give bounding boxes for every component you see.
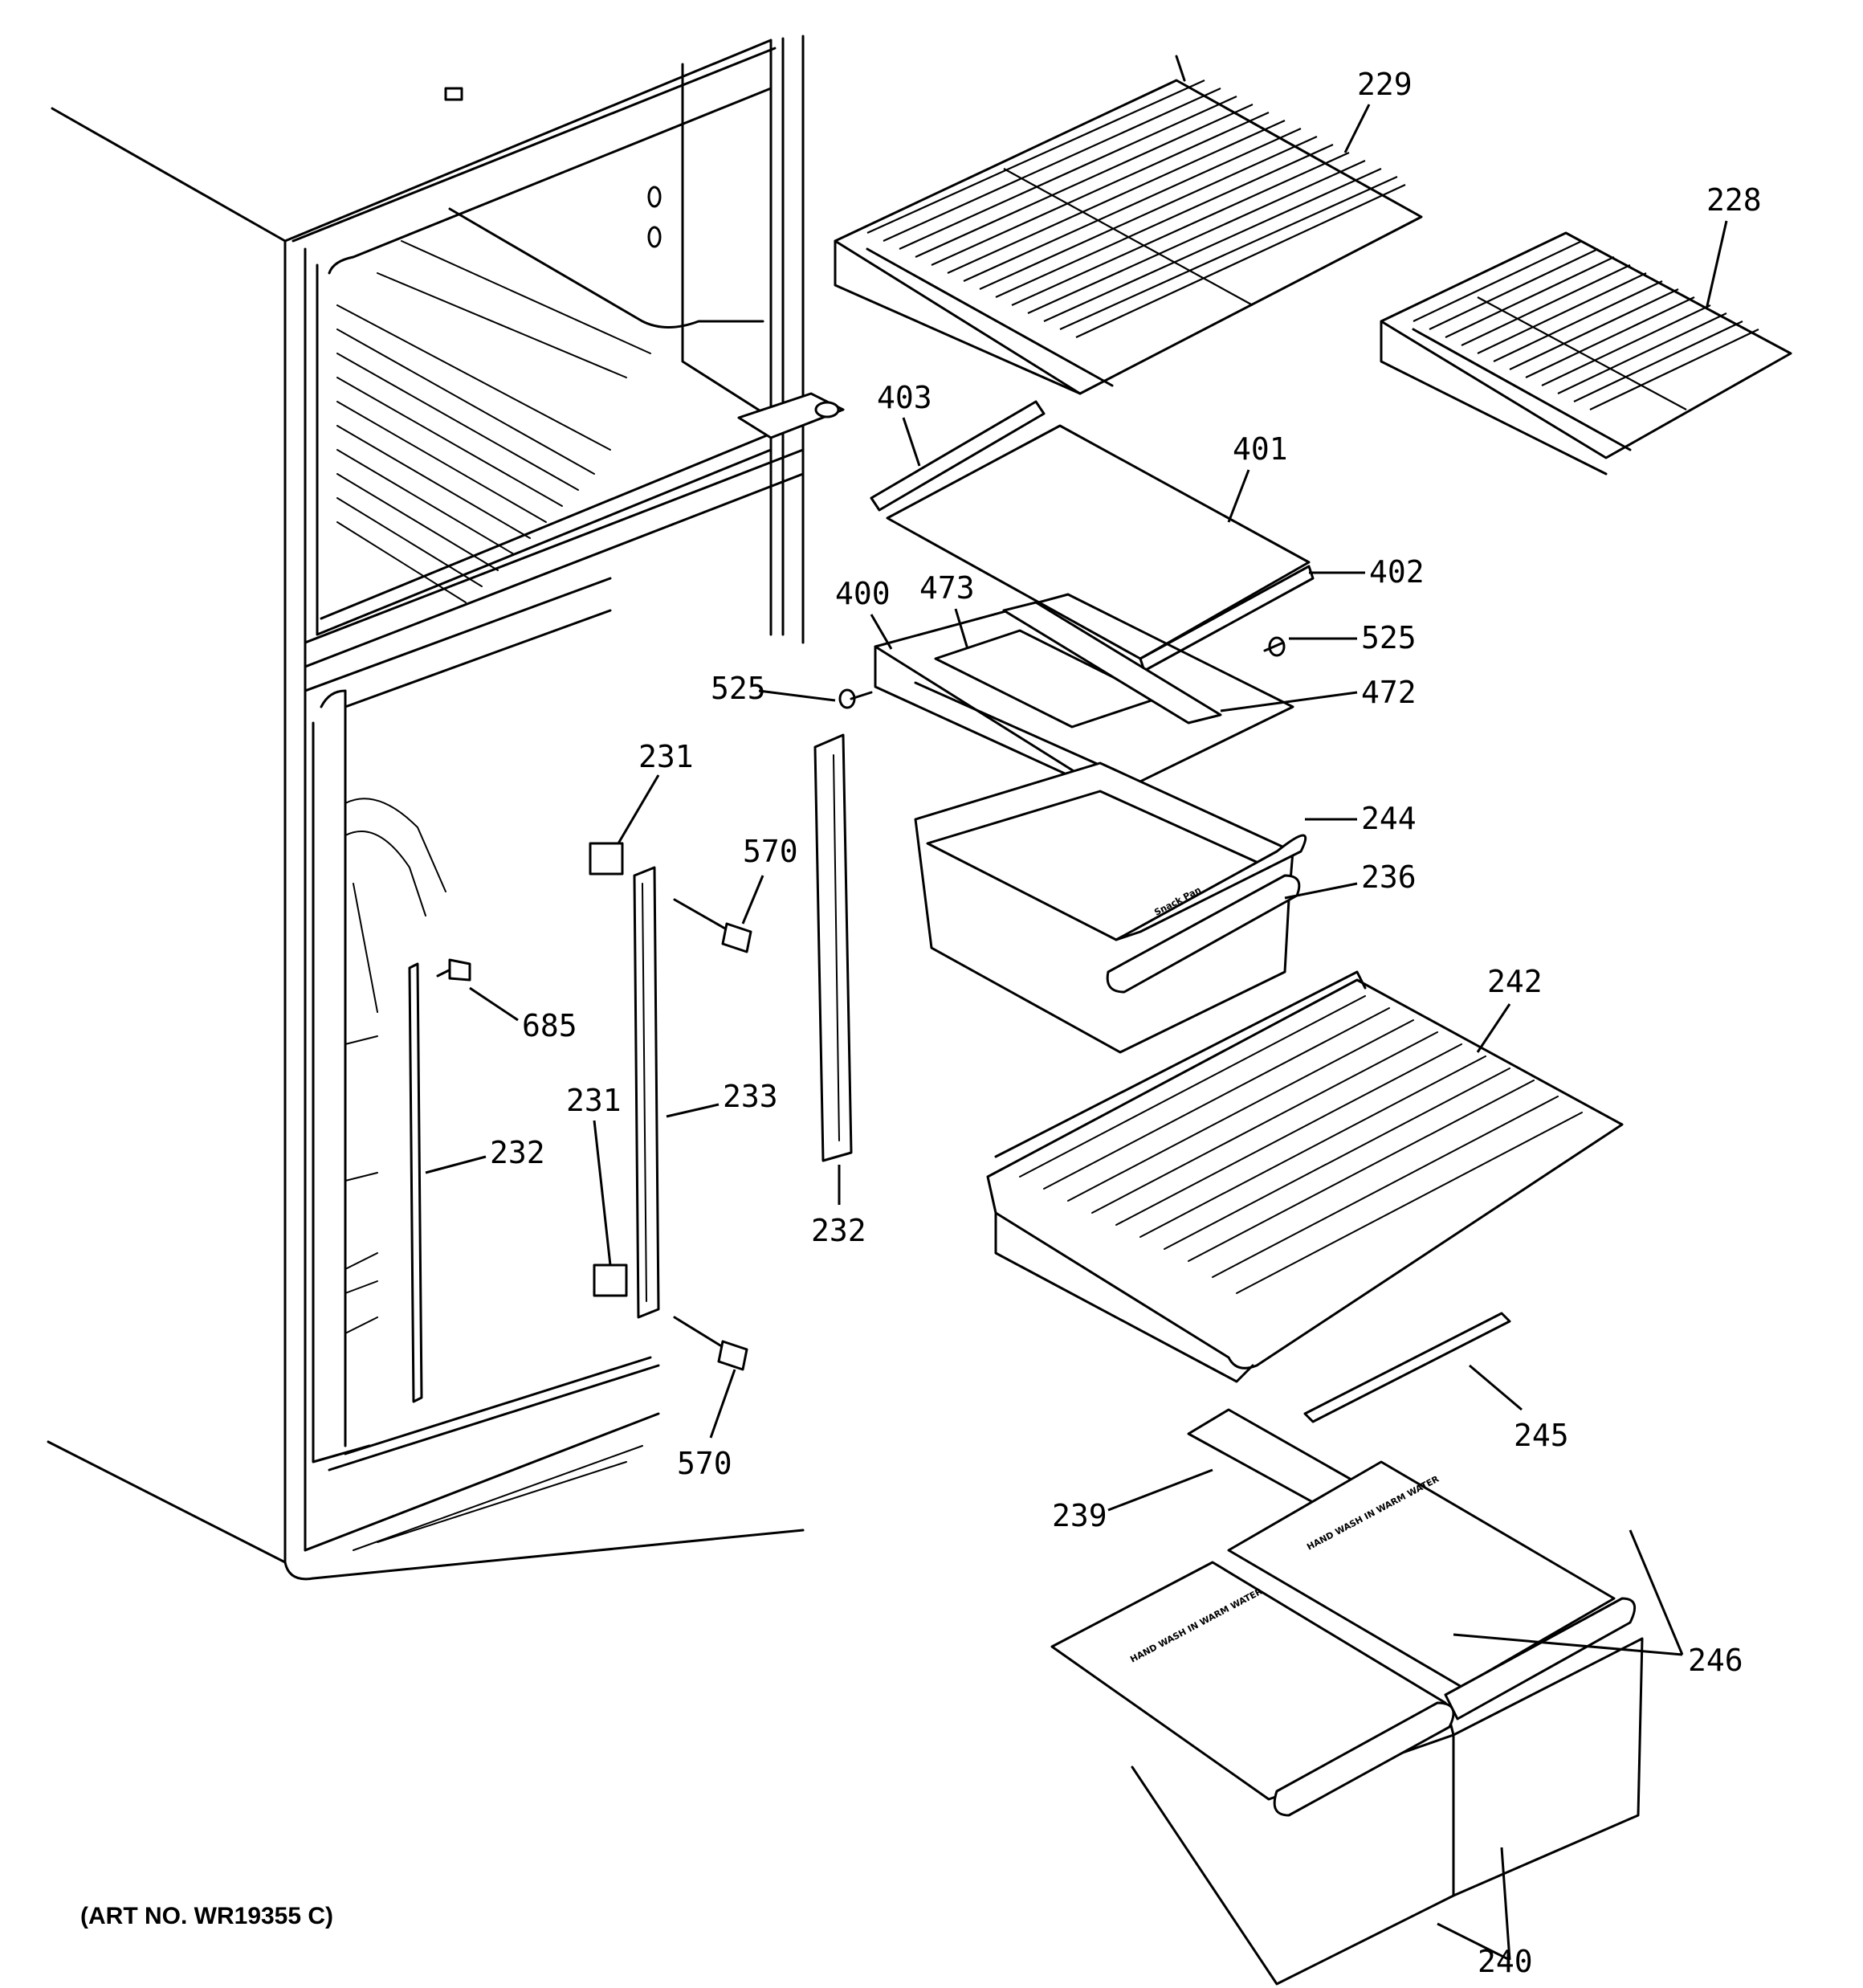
callout-239: 239 <box>1052 1498 1107 1533</box>
spill-proof-shelf-242 <box>986 970 1624 1383</box>
callout-236: 236 <box>1361 859 1417 895</box>
shelf-frame-assembly <box>838 593 1294 797</box>
callout-473: 473 <box>919 570 975 606</box>
wire-shelf-228 <box>1380 231 1792 476</box>
callout-570-top: 570 <box>743 834 798 869</box>
wire-shelf-229 <box>834 55 1423 395</box>
callout-229: 229 <box>1357 67 1413 102</box>
snack-pan-cover-244 <box>1115 834 1307 941</box>
callout-403: 403 <box>877 380 932 415</box>
callout-232-right: 232 <box>811 1213 866 1248</box>
crisper-handle-246-right <box>1444 1597 1637 1721</box>
glass-shelf-assembly <box>870 400 1315 672</box>
art-number-caption: (ART NO. WR19355 C) <box>80 1903 333 1929</box>
callout-685: 685 <box>522 1008 577 1043</box>
freezer-floor-ridges <box>336 240 651 603</box>
leader-lines <box>425 104 1728 1961</box>
callout-232-left: 232 <box>490 1135 545 1170</box>
callout-246: 246 <box>1688 1643 1743 1678</box>
slide-rail-472 <box>1002 601 1222 725</box>
snack-pan: Snack Pan <box>914 761 1307 1054</box>
callout-labels: 229 228 403 401 402 400 473 525 525 472 … <box>490 67 1762 1979</box>
clip-231-bottom <box>593 1263 628 1297</box>
callout-570-bottom: 570 <box>677 1446 732 1481</box>
shelf-ladder-232-left <box>408 962 423 1403</box>
callout-525-left: 525 <box>711 671 766 706</box>
clip-231-top <box>589 842 624 876</box>
callout-228: 228 <box>1706 182 1762 218</box>
shelf-ladder-232-right <box>813 733 853 1162</box>
callout-240: 240 <box>1478 1944 1533 1979</box>
trim-403 <box>870 400 1046 512</box>
screw-570-top <box>673 898 732 933</box>
callout-233: 233 <box>723 1079 778 1114</box>
callout-231-top: 231 <box>638 739 694 774</box>
glass-401 <box>886 424 1311 660</box>
crisper-pans: HAND WASH IN WARM WATER HAND WASH IN WAR… <box>1050 1460 1644 1986</box>
shelf-229-wires <box>866 79 1406 338</box>
shelf-242-ridges <box>1019 995 1583 1294</box>
callout-400: 400 <box>835 576 891 611</box>
shelf-228-wires <box>1413 240 1759 410</box>
callout-231-bottom: 231 <box>566 1083 622 1118</box>
callout-244: 244 <box>1361 801 1417 836</box>
callout-245: 245 <box>1514 1418 1569 1453</box>
callout-402: 402 <box>1369 554 1425 590</box>
refrigerator-cabinet <box>47 35 845 1581</box>
shelf-ladder-233 <box>633 866 660 1319</box>
callout-525-right: 525 <box>1361 620 1417 655</box>
callout-401: 401 <box>1233 431 1288 467</box>
crisper-cover-support-245 <box>1303 1312 1511 1423</box>
crisper-handle-246-left <box>1273 1701 1455 1817</box>
callout-242: 242 <box>1487 964 1543 999</box>
screw-570-bottom <box>673 1316 728 1351</box>
callout-472: 472 <box>1361 675 1417 710</box>
